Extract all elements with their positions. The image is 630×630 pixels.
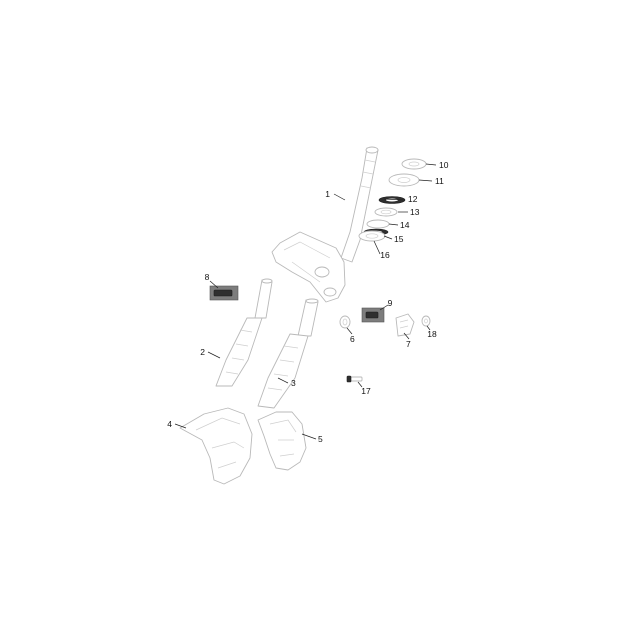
callout-16: 16 [380, 250, 390, 260]
mudguard-cover [257, 411, 307, 471]
callout-3: 3 [291, 378, 296, 388]
small-ring [421, 315, 431, 327]
callout-9: 9 [388, 298, 393, 308]
callout-15: 15 [394, 234, 404, 244]
steering-stem [340, 146, 379, 263]
front-mudguard [179, 407, 253, 485]
bracket [395, 313, 415, 337]
callout-7: 7 [406, 339, 411, 349]
callout-18: 18 [427, 329, 437, 339]
callout-numbers: 1 2 3 4 5 6 7 8 9 10 11 12 13 14 15 16 1… [167, 160, 448, 444]
callout-13: 13 [410, 207, 420, 217]
kit-box-9 [361, 307, 385, 323]
clamp-ring [339, 315, 351, 329]
callout-11: 11 [435, 176, 444, 186]
left-fork-leg [215, 278, 273, 387]
callout-14: 14 [400, 220, 410, 230]
pin [346, 375, 363, 383]
leader-lines [174, 163, 437, 440]
callout-8: 8 [205, 272, 210, 282]
right-fork-leg [257, 298, 319, 409]
callout-12: 12 [408, 194, 418, 204]
callout-10: 10 [439, 160, 449, 170]
callout-5: 5 [318, 434, 323, 444]
bearing-stack [358, 158, 427, 242]
callout-2: 2 [200, 347, 205, 357]
callout-1: 1 [325, 189, 330, 199]
callout-17: 17 [361, 386, 371, 396]
callout-4: 4 [167, 419, 172, 429]
kit-box-8 [209, 285, 239, 301]
callout-6: 6 [350, 334, 355, 344]
steering-yoke [271, 231, 346, 303]
